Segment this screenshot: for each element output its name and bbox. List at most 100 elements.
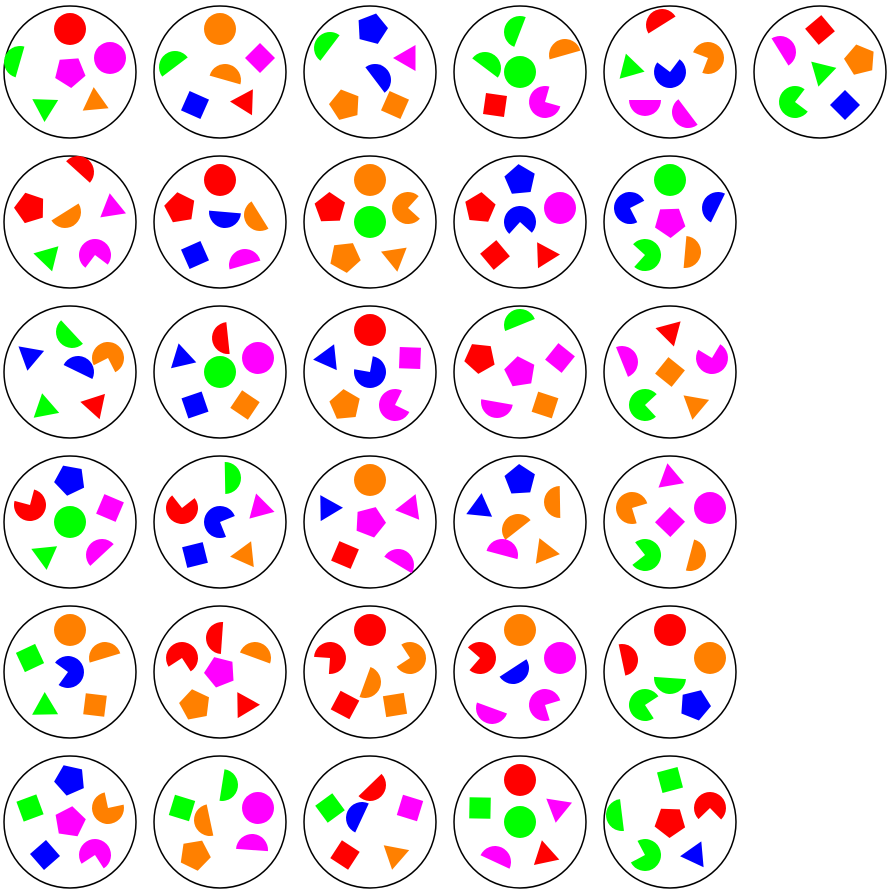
magenta-square-shape bbox=[545, 343, 575, 373]
blue-pentagon-shape bbox=[358, 13, 388, 44]
panel-8 bbox=[153, 155, 287, 289]
green-square-shape bbox=[16, 794, 44, 822]
magenta-semicircle-shape bbox=[236, 834, 268, 852]
magenta-circle-shape bbox=[544, 192, 576, 224]
blue-pacman-shape bbox=[204, 506, 235, 538]
blue-pentagon-shape bbox=[54, 765, 84, 796]
orange-semicircle-shape bbox=[685, 539, 706, 571]
blue-triangle-shape bbox=[320, 495, 343, 522]
blue-semicircle-shape bbox=[702, 192, 726, 223]
orange-square-shape bbox=[531, 391, 559, 419]
magenta-circle-shape bbox=[242, 342, 274, 374]
magenta-triangle-shape bbox=[395, 494, 420, 520]
magenta-pentagon-shape bbox=[356, 507, 386, 538]
magenta-triangle-shape bbox=[100, 193, 126, 218]
red-pentagon-shape bbox=[654, 808, 686, 838]
panel-31 bbox=[603, 755, 737, 889]
orange-pentagon-shape bbox=[179, 689, 209, 720]
orange-triangle-shape bbox=[230, 541, 254, 568]
orange-circle-shape bbox=[354, 164, 386, 196]
green-triangle-shape bbox=[31, 546, 58, 570]
blue-pentagon-shape bbox=[54, 465, 85, 496]
orange-pacman-shape bbox=[616, 492, 648, 524]
green-semicircle-shape bbox=[159, 51, 188, 77]
red-pacman-shape bbox=[14, 489, 46, 521]
orange-semicircle-shape bbox=[544, 486, 561, 518]
orange-square-shape bbox=[381, 91, 409, 119]
magenta-pacman-shape bbox=[379, 389, 410, 421]
red-semicircle-shape bbox=[66, 156, 94, 183]
green-circle-shape bbox=[54, 506, 86, 538]
red-pacman-shape bbox=[166, 642, 198, 672]
magenta-semicircle-shape bbox=[672, 99, 698, 128]
panel-10 bbox=[453, 155, 587, 289]
green-triangle-shape bbox=[33, 393, 60, 418]
panel-16 bbox=[603, 305, 737, 439]
panel-11 bbox=[603, 155, 737, 289]
blue-pacman-shape bbox=[614, 192, 645, 224]
panel-2 bbox=[153, 5, 287, 139]
magenta-pentagon-shape bbox=[55, 58, 86, 88]
green-pacman-shape bbox=[629, 689, 659, 721]
green-triangle-shape bbox=[811, 61, 837, 87]
magenta-semicircle-shape bbox=[476, 702, 508, 724]
green-circle-shape bbox=[654, 164, 686, 196]
green-triangle-shape bbox=[32, 692, 59, 715]
panel-15 bbox=[453, 305, 587, 439]
orange-pentagon-shape bbox=[329, 89, 359, 120]
blue-triangle-shape bbox=[18, 346, 45, 371]
red-semicircle-shape bbox=[206, 622, 224, 654]
orange-triangle-shape bbox=[535, 538, 560, 564]
green-circle-shape bbox=[504, 56, 536, 88]
green-semicircle-shape bbox=[224, 462, 241, 494]
panel-24 bbox=[303, 605, 437, 739]
red-triangle-shape bbox=[655, 321, 681, 347]
panel-outline bbox=[3, 305, 137, 439]
blue-square-shape bbox=[181, 391, 209, 419]
red-square-shape bbox=[480, 240, 510, 270]
green-circle-shape bbox=[354, 206, 386, 238]
red-triangle-shape bbox=[230, 89, 253, 116]
panel-6 bbox=[753, 5, 887, 139]
orange-circle-shape bbox=[694, 642, 726, 674]
magenta-semicircle-shape bbox=[86, 539, 114, 566]
panel-9 bbox=[303, 155, 437, 289]
orange-semicircle-shape bbox=[239, 642, 271, 664]
green-semicircle-shape bbox=[606, 799, 624, 831]
blue-semicircle-shape bbox=[365, 64, 391, 93]
panel-23 bbox=[153, 605, 287, 739]
green-semicircle-shape bbox=[654, 676, 686, 694]
orange-semicircle-shape bbox=[194, 804, 214, 836]
orange-pacman-shape bbox=[392, 192, 420, 224]
panel-18 bbox=[153, 455, 287, 589]
magenta-semicircle-shape bbox=[771, 36, 796, 66]
green-semicircle-shape bbox=[219, 769, 238, 801]
blue-pacman-shape bbox=[654, 59, 686, 88]
orange-semicircle-shape bbox=[209, 64, 241, 85]
blue-pentagon-shape bbox=[681, 690, 711, 721]
red-semicircle-shape bbox=[646, 9, 676, 34]
magenta-square-shape bbox=[245, 43, 275, 73]
green-triangle-shape bbox=[33, 246, 59, 272]
blue-square-shape bbox=[30, 840, 60, 870]
magenta-semicircle-shape bbox=[480, 846, 511, 869]
panel-26 bbox=[603, 605, 737, 739]
orange-triangle-shape bbox=[383, 845, 410, 870]
green-pacman-shape bbox=[630, 839, 661, 871]
green-square-shape bbox=[657, 767, 683, 793]
red-circle-shape bbox=[354, 314, 386, 346]
magenta-circle-shape bbox=[544, 642, 576, 674]
green-semicircle-shape bbox=[472, 52, 501, 78]
green-circle-shape bbox=[504, 806, 536, 838]
red-circle-shape bbox=[54, 13, 86, 45]
blue-semicircle-shape bbox=[63, 356, 94, 380]
blue-pacman-shape bbox=[55, 656, 84, 688]
panel-3 bbox=[303, 5, 437, 139]
red-pacman-shape bbox=[314, 642, 346, 674]
red-circle-shape bbox=[204, 164, 236, 196]
green-pacman-shape bbox=[629, 389, 657, 421]
panel-17 bbox=[3, 455, 137, 589]
blue-semicircle-shape bbox=[346, 802, 369, 833]
red-triangle-shape bbox=[537, 242, 560, 269]
green-circle-shape bbox=[204, 356, 236, 388]
